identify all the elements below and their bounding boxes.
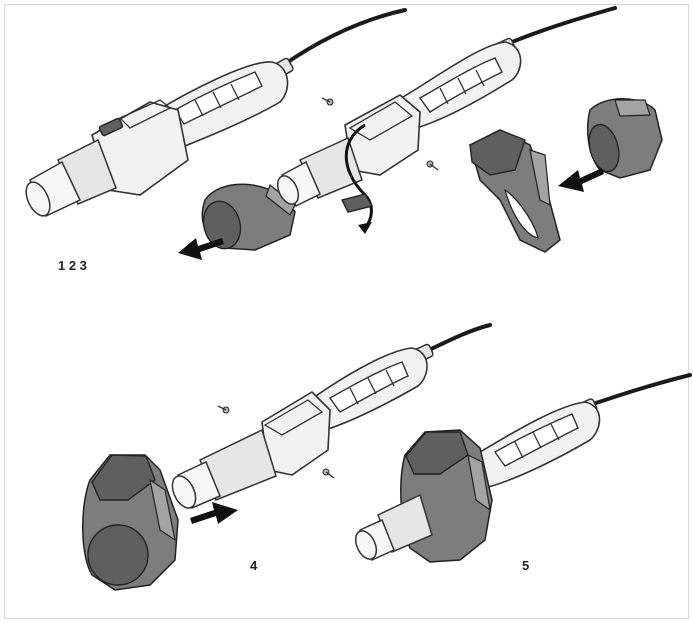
removed-cap-1: [178, 183, 296, 260]
tool-1-cable: [283, 8, 407, 66]
tool-4-cable: [423, 323, 492, 354]
assembled-cap-4: [81, 454, 238, 591]
tool-5-assembled: [354, 373, 692, 563]
tool-2-removed-switch: [340, 193, 374, 213]
tool-1-switch: [98, 117, 124, 137]
tool-5-nozzle-tip: [354, 530, 378, 560]
tool-4-reassembly: [171, 323, 492, 509]
tool-1-nozzle-tip: [25, 181, 51, 217]
step-label-5: 5: [522, 558, 530, 573]
arrow-remove-cap-icon: [178, 238, 224, 260]
tool-5-cable: [588, 373, 692, 407]
arrow-attach-icon: [190, 502, 238, 524]
assembled-cap-4-opening: [87, 524, 149, 586]
arrow-insert-icon: [558, 168, 604, 192]
ring-switch-housing: [469, 129, 526, 176]
tool-2-cable: [503, 6, 617, 47]
tool-1-assembled: [25, 8, 407, 218]
step-label-4: 4: [250, 558, 258, 573]
tool-2-disassembly: [276, 6, 617, 234]
new-cap-and-ring: [469, 98, 663, 253]
step-label-1-2-3: 1 2 3: [58, 258, 87, 273]
tool-1-grip-slots: [174, 71, 263, 125]
